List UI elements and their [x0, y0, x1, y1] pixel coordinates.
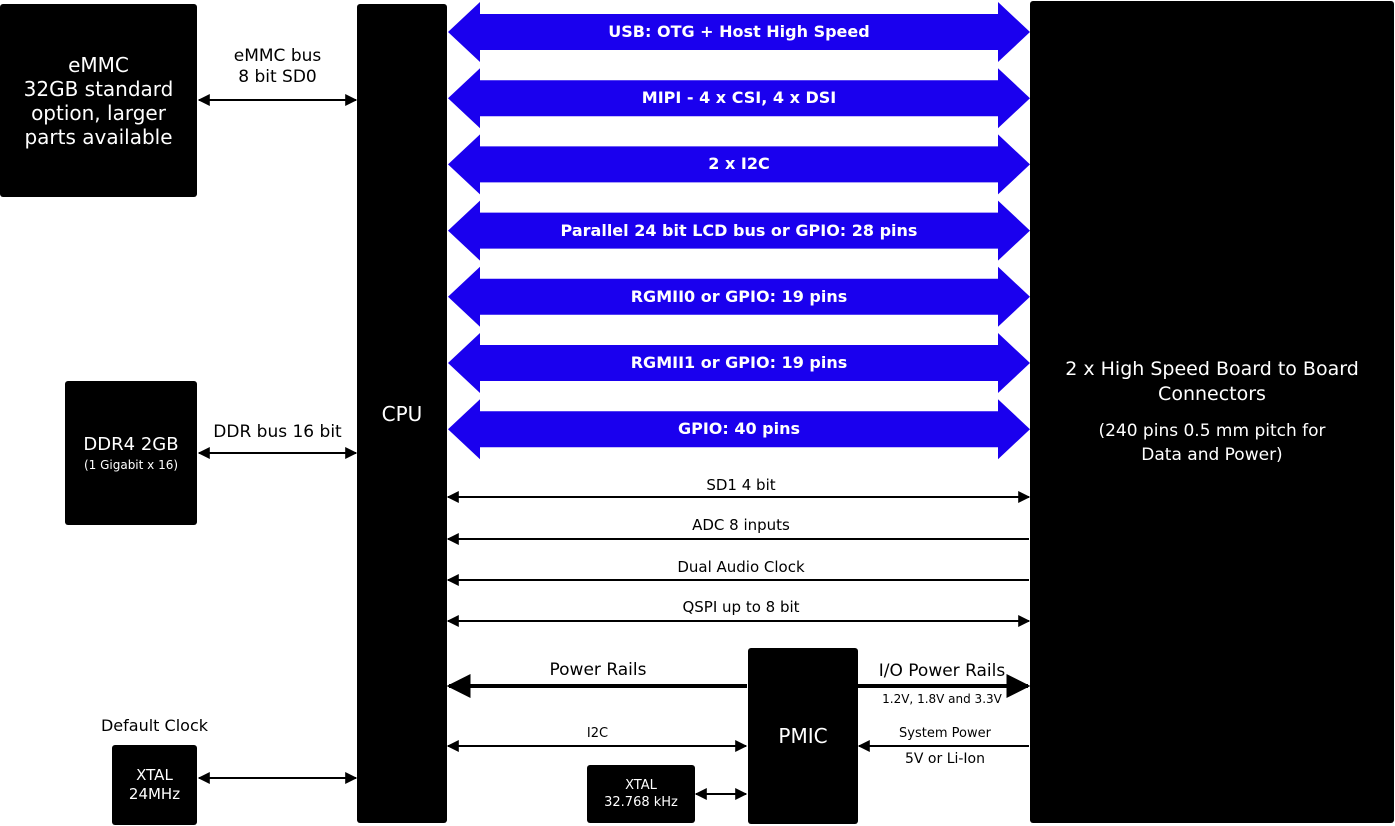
bus-label-4: RGMII0 or GPIO: 19 pins [630, 286, 848, 306]
qspi-label: QSPI up to 8 bit [682, 598, 800, 616]
connectors-title-2: Connectors [1158, 383, 1266, 405]
pmic-label: PMIC [778, 724, 828, 748]
ddr-subtitle: (1 Gigabit x 16) [83, 458, 179, 472]
emmc-bus-label: eMMC bus 8 bit SD0 [200, 46, 355, 88]
bus-arrow-1 [448, 68, 1030, 129]
cpu-box: CPU [357, 4, 447, 823]
connectors-title-1: 2 x High Speed Board to Board [1065, 358, 1359, 380]
emmc-line-3: option, larger [31, 100, 166, 125]
emmc-line-4: parts available [24, 124, 173, 149]
cpu-label: CPU [381, 401, 423, 426]
bus-label-0: USB: OTG + Host High Speed [608, 22, 870, 41]
io-power-rails-label: I/O Power Rails [878, 661, 1006, 681]
ddr-box: DDR4 2GB (1 Gigabit x 16) [65, 381, 197, 525]
ddr-bus-label: DDR bus 16 bit [213, 422, 342, 442]
power-rails-label: Power Rails [549, 660, 647, 680]
bus-label-6: GPIO: 40 pins [677, 419, 801, 439]
system-power-label: System Power [899, 726, 991, 741]
pmic-box: PMIC [748, 648, 858, 824]
bus-label-1: MIPI - 4 x CSI, 4 x DSI [641, 88, 837, 108]
bus-label-3: Parallel 24 bit LCD bus or GPIO: 28 pins [560, 220, 918, 240]
xtal-24mhz-line-1: XTAL [136, 766, 173, 784]
emmc-line-1: eMMC [68, 52, 129, 77]
bus-arrow-2 [448, 134, 1030, 195]
bus-arrow-6 [448, 399, 1030, 460]
i2c-pmic-label: I2C [586, 726, 609, 741]
io-voltages-label: 1.2V, 1.8V and 3.3V [882, 692, 1002, 706]
xtal-24mhz-box: XTAL 24MHz [112, 745, 197, 825]
bus-label-5: RGMII1 or GPIO: 19 pins [630, 353, 848, 372]
emmc-line-2: 32GB standard [23, 76, 174, 101]
ddr-title: DDR4 2GB [83, 434, 179, 455]
xtal-32k-line-1: XTAL [625, 778, 657, 793]
connectors-box: 2 x High Speed Board to Board Connectors… [1030, 1, 1394, 823]
adc-label: ADC 8 inputs [692, 516, 790, 534]
default-clock-label: Default Clock [100, 716, 208, 735]
xtal-24mhz-line-2: 24MHz [128, 785, 181, 803]
connectors-sub-1: (240 pins 0.5 mm pitch for [1098, 421, 1326, 441]
emmc-box: eMMC 32GB standard option, larger parts … [0, 4, 197, 197]
connectors-sub-2: Data and Power) [1141, 445, 1283, 465]
emmc-bus-line-1: eMMC bus [233, 46, 322, 66]
bus-arrow-3 [448, 200, 1030, 261]
system-power-sub-label: 5V or Li-Ion [904, 751, 985, 767]
bus-arrow-5 [448, 333, 1030, 393]
bus-label-2: 2 x I2C [708, 154, 770, 174]
xtal-32k-line-2: 32.768 kHz [604, 795, 678, 810]
sd1-label: SD1 4 bit [706, 476, 776, 494]
emmc-bus-line-2: 8 bit SD0 [238, 67, 317, 87]
xtal-32k-box: XTAL 32.768 kHz [587, 765, 695, 823]
bus-arrow-0 [448, 2, 1030, 62]
bus-arrow-4 [448, 266, 1030, 327]
audio-clock-label: Dual Audio Clock [677, 558, 805, 576]
